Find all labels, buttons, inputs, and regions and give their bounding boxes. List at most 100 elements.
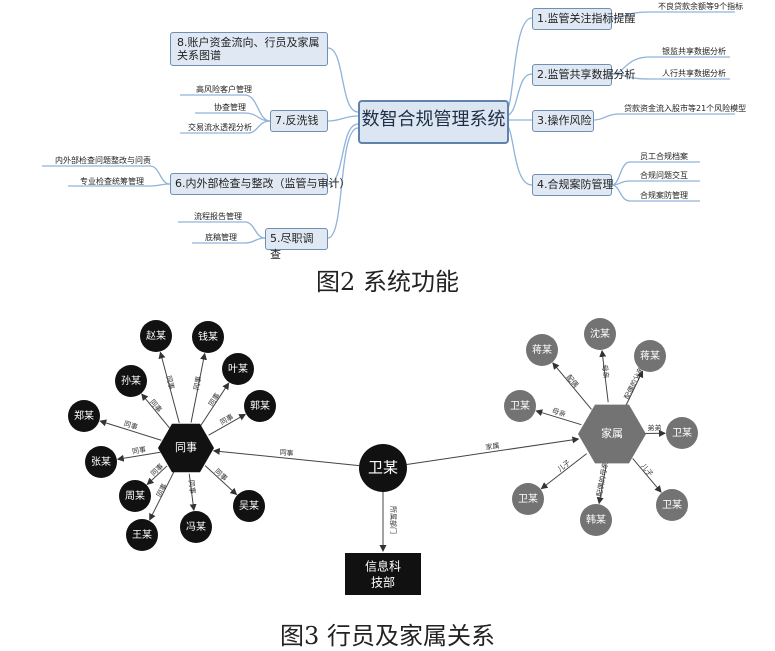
relation-label: 同事 (154, 482, 168, 499)
department-name-line1: 信息科 (365, 559, 401, 574)
fig2-branch-4: 4.合规案防管理 (532, 174, 614, 196)
relation-edge (204, 465, 238, 496)
relation-edge (146, 465, 168, 486)
relation-label: 配偶的母亲 (595, 461, 610, 497)
relation-edge (599, 349, 609, 403)
colleague-node (85, 446, 117, 478)
fig2-leaf: 合规问题交互 (640, 171, 688, 180)
department-node (345, 553, 421, 595)
relation-label: 同事 (206, 391, 221, 408)
relation-label: 母亲 (551, 406, 567, 419)
fig2-leaf: 协查管理 (214, 103, 246, 112)
colleague-node (115, 365, 147, 397)
colleague-node (140, 320, 172, 352)
colleague-name: 郑某 (74, 409, 94, 422)
family-name: 蒋某 (532, 344, 552, 356)
colleague-name: 赵某 (146, 329, 166, 342)
relation-label: 母亲 (600, 364, 611, 379)
relation-label: 儿子 (639, 462, 654, 478)
fig2-leaf: 内外部检查问题整改与问责 (55, 156, 151, 165)
family-name: 卫某 (518, 493, 538, 505)
colleague-name: 郭某 (250, 399, 270, 412)
relation-edge (188, 473, 197, 512)
fig2-leaf: 高风险客户管理 (196, 85, 252, 94)
relation-label: 同事 (213, 467, 229, 483)
relation-label: 配偶 (565, 373, 581, 390)
relation-edge (406, 436, 580, 465)
fig2-leaf: 合规案防管理 (640, 191, 688, 200)
colleague-hub (158, 423, 214, 473)
relation-label: 同事 (149, 462, 165, 478)
family-node (504, 390, 536, 422)
relation-label: 弟弟 (647, 423, 661, 432)
fig2-branch-3: 3.操作风险 (532, 110, 594, 132)
family-node (580, 504, 612, 536)
fig2-caption: 图2 系统功能 (316, 268, 459, 296)
relation-edge (190, 352, 207, 423)
family-name: 卫某 (510, 400, 530, 412)
fig2-branch-1: 1.监管关注指标提醒 (532, 8, 636, 30)
colleague-node (180, 511, 212, 543)
family-node (512, 483, 544, 515)
department-name-line2: 技部 (371, 575, 395, 590)
fig2-connectors (42, 11, 735, 244)
relation-edge (552, 362, 592, 410)
relation-edge (99, 419, 162, 441)
family-node (584, 318, 616, 350)
relation-label: 所属部门 (389, 506, 398, 534)
family-node (526, 334, 558, 366)
fig2-leaf: 底稿管理 (205, 233, 237, 242)
colleague-name: 冯某 (186, 521, 206, 533)
fig3-caption: 图3 行员及家属关系 (280, 622, 495, 650)
fig2-branch-2: 2.监管共享数据分析 (532, 64, 636, 86)
colleague-node (222, 353, 254, 385)
relation-edge (535, 409, 582, 426)
fig2-branch-6: 6.内外部检查与整改（监管与审计） (170, 173, 351, 195)
relation-edge (199, 382, 230, 427)
colleague-node (68, 400, 100, 432)
family-name: 沈某 (590, 327, 610, 340)
fig2-leaf: 不良贷款余额等9个指标 (658, 2, 744, 11)
family-name: 蒋某 (640, 350, 660, 362)
family-hub-label: 家属 (601, 426, 623, 440)
fig2-leaf: 流程报告管理 (194, 212, 242, 221)
fig2-leaf: 交易流水透视分析 (188, 123, 252, 132)
family-hub (578, 404, 646, 464)
colleague-hub-label: 同事 (175, 441, 197, 454)
fig2-leaf: 人行共享数据分析 (662, 69, 726, 78)
colleague-name: 叶某 (228, 363, 248, 375)
family-name: 韩某 (586, 513, 606, 526)
employee-center-node (359, 444, 407, 492)
colleague-name: 钱某 (198, 330, 218, 343)
colleague-node (192, 321, 224, 353)
colleague-name: 张某 (91, 456, 111, 468)
colleague-node (119, 480, 151, 512)
relation-edge (625, 370, 644, 406)
fig2-branch-5: 5.尽职调查 (265, 228, 328, 261)
family-name: 卫某 (662, 499, 682, 511)
relation-edge (540, 453, 587, 490)
relation-label: 同事 (218, 412, 235, 427)
relation-label: 同事 (192, 375, 204, 390)
family-node (634, 340, 666, 372)
relation-label: 同事 (131, 445, 146, 456)
fig2-leaf: 专业检查统筹管理 (80, 177, 144, 186)
relation-edge (116, 451, 161, 462)
colleague-name: 王某 (132, 529, 152, 541)
family-node (656, 489, 688, 521)
relation-edge (596, 465, 607, 505)
colleague-name: 孙某 (121, 374, 141, 387)
relation-label: 家属 (485, 441, 500, 452)
fig3-relationship-graph: 同事家属所属部门同事同事同事同事同事同事同事同事同事同事同事母亲配偶的父亲母亲弟… (68, 318, 698, 595)
fig2-leaf: 贷款资金流入股市等21个风险模型 (624, 104, 747, 113)
relation-edge (208, 413, 247, 436)
relation-edge (149, 470, 175, 521)
colleague-node (126, 519, 158, 551)
relation-edge (158, 351, 180, 424)
fig2-leaf: 员工合规档案 (640, 152, 688, 161)
colleague-node (233, 490, 265, 522)
relation-edge (632, 458, 662, 493)
fig2-leaf: 银监共享数据分析 (662, 47, 726, 56)
family-name: 卫某 (672, 427, 692, 439)
relation-label: 配偶的父亲 (622, 365, 645, 400)
